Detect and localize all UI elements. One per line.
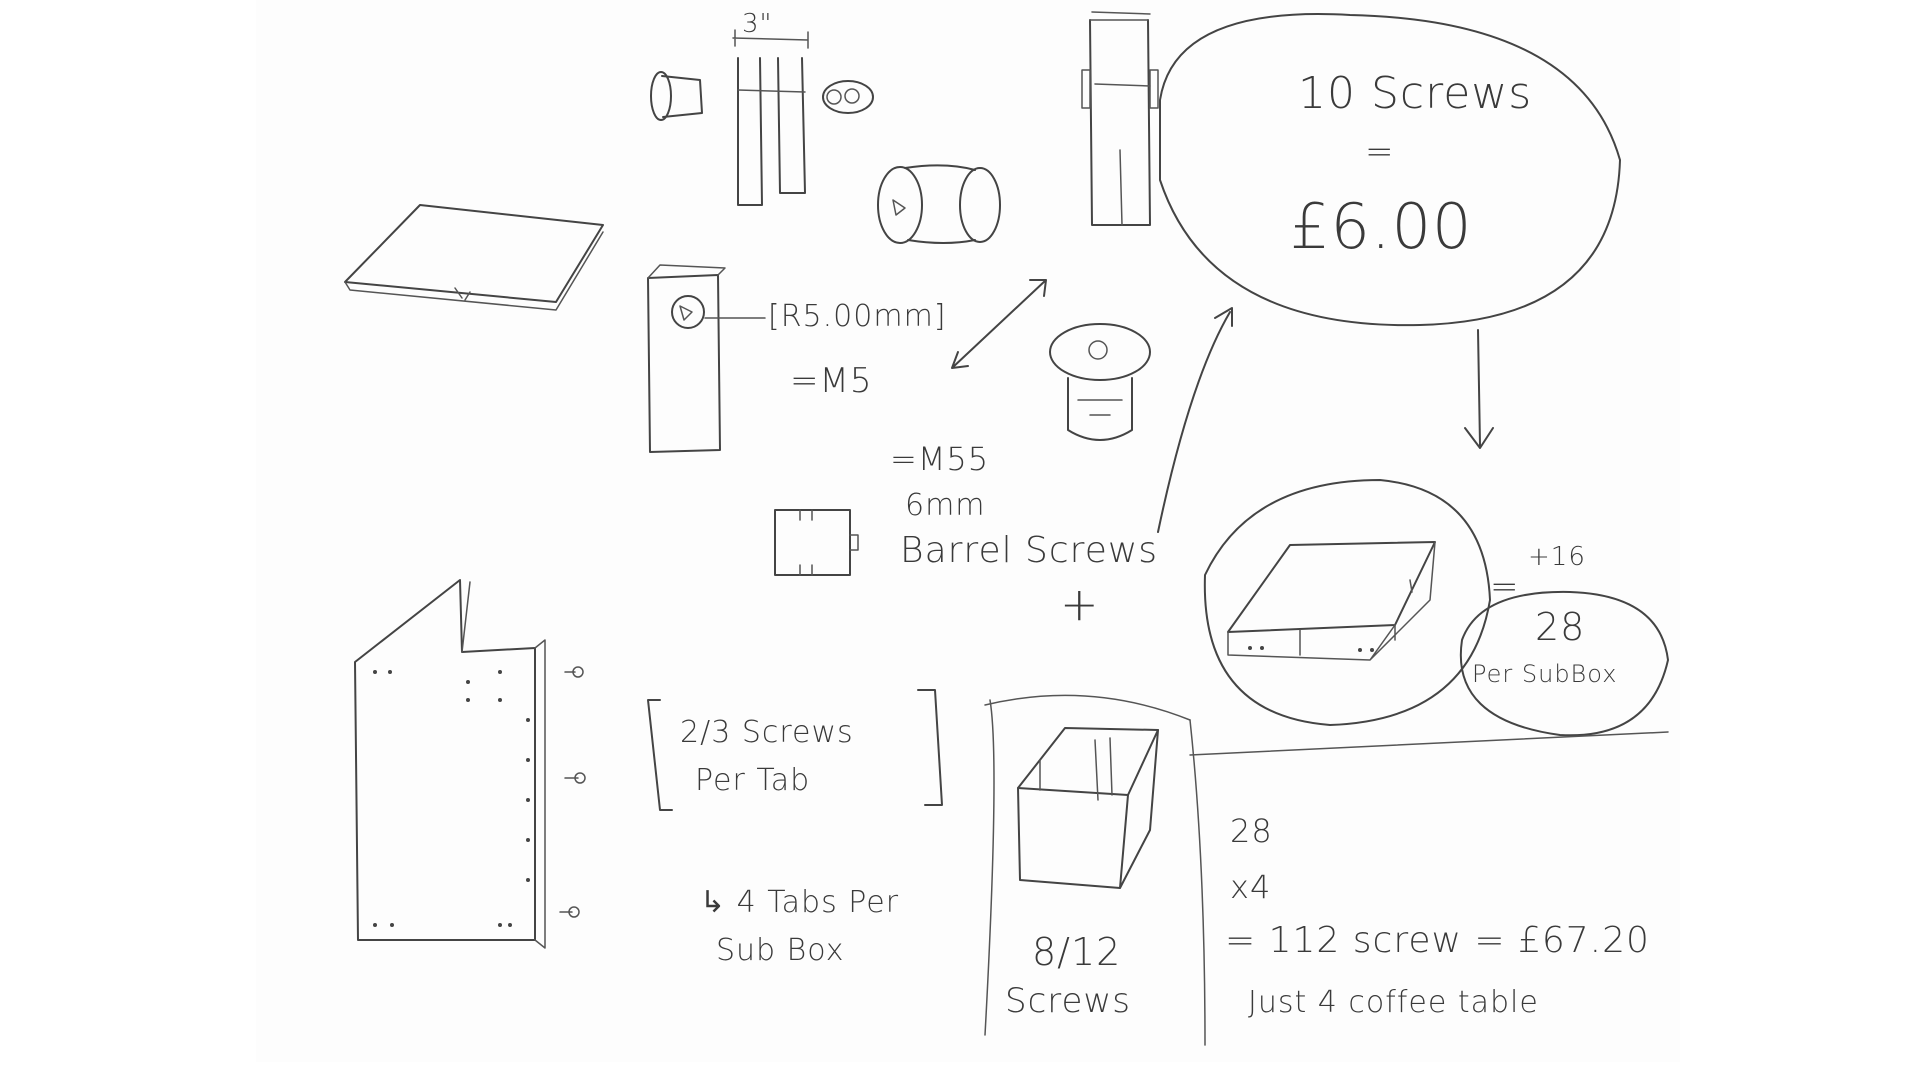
plate-pair-sketch: 3" [732, 9, 809, 206]
sub-box-total: 28 [1535, 605, 1585, 649]
box-screws-count: 8/12 [1032, 930, 1121, 974]
cost-price: £6.00 [1290, 190, 1473, 263]
open-box-column [984, 694, 1206, 1046]
square-bracket-sketch [774, 509, 859, 576]
hole-radius-label: [R5.00mm] [768, 299, 947, 334]
m5-label: =M5 [790, 361, 872, 401]
box-screws-label: Screws [1005, 981, 1131, 1021]
tabs-note-line2: Sub Box [716, 933, 844, 968]
calc-line3: = 112 screw = £67.20 [1225, 920, 1650, 961]
divider-line [1189, 731, 1669, 756]
cost-callout: 10 Screws = £6.00 [1159, 13, 1621, 449]
joint-plate-sketch [1081, 11, 1159, 226]
barrel-screw-sketch-1 [877, 164, 1001, 244]
screw-count-label: 10 Screws [1298, 68, 1532, 119]
bracket-left [647, 699, 673, 811]
bolt-sketch-small [650, 71, 703, 121]
folded-box-sketch [354, 579, 586, 949]
curved-arrow-icon [1157, 307, 1233, 533]
sub-box-plus: +16 [1528, 542, 1586, 572]
barrel-dia-label: 6mm [905, 488, 986, 523]
sub-box-callout [1203, 479, 1491, 726]
calc-line2: x4 [1230, 868, 1271, 906]
barrel-size-label: =M55 [890, 440, 989, 478]
calc-line4: Just 4 coffee table [1248, 985, 1539, 1020]
barrel-nut-sketch [1049, 323, 1151, 441]
cost-equals: = [1365, 132, 1395, 172]
per-subbox-label: Per SubBox [1472, 660, 1617, 688]
bracket-right [917, 689, 943, 806]
flat-panel-sketch [344, 204, 604, 311]
barrel-name-label: Barrel Screws [900, 530, 1158, 571]
hole-panel-sketch [647, 264, 766, 453]
tab-note-line2: Per Tab [695, 763, 810, 798]
arrow-down-icon [1464, 329, 1494, 449]
tab-note-line1: 2/3 Screws [680, 715, 854, 750]
dimension-mark: 3" [742, 9, 773, 39]
sub-box-total-callout [1459, 590, 1669, 737]
double-arrow-icon [951, 279, 1047, 369]
tabs-note-line1: ↳ 4 Tabs Per [700, 885, 899, 920]
calc-line1: 28 [1230, 812, 1273, 850]
plus-sign: + [1060, 577, 1100, 631]
chain-link-sketch [822, 80, 874, 114]
